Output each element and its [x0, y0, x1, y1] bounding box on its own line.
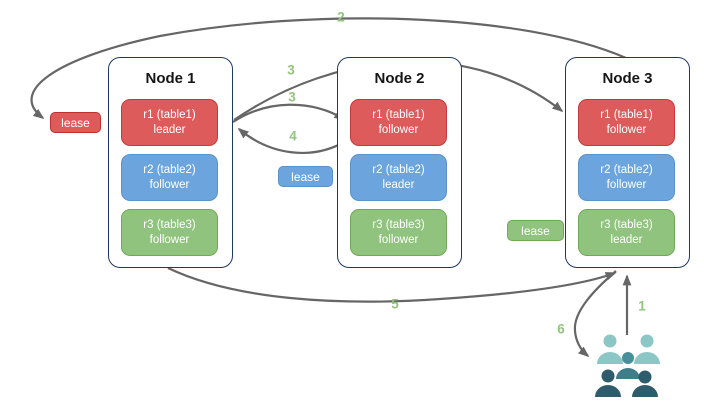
- replica-role: follower: [378, 233, 419, 246]
- node-1-replica-r2: r2 (table2) follower: [121, 154, 218, 201]
- replica-name: r1 (table1): [600, 108, 653, 121]
- replica-role: follower: [149, 233, 190, 246]
- replica-role: follower: [606, 178, 647, 191]
- node-2-replica-r3: r3 (table3) follower: [350, 209, 447, 256]
- arrow-label-5: 5: [391, 296, 399, 312]
- node-1-replica-r1: r1 (table1) leader: [121, 99, 218, 146]
- replica-name: r2 (table2): [143, 163, 196, 176]
- node-2-replica-r2: r2 (table2) leader: [350, 154, 447, 201]
- replica-name: r1 (table1): [143, 108, 196, 121]
- node-1: Node 1 r1 (table1) leader r2 (table2) fo…: [108, 57, 233, 268]
- arrow-label-3a: 3: [287, 62, 295, 78]
- node-3-title: Node 3: [602, 70, 653, 87]
- replica-role: leader: [610, 233, 643, 246]
- replica-role: follower: [149, 178, 190, 191]
- replica-role: leader: [153, 123, 186, 136]
- node-3-replica-r2: r2 (table2) follower: [578, 154, 675, 201]
- arrow-label-4: 4: [289, 128, 297, 144]
- node-1-replica-r3: r3 (table3) follower: [121, 209, 218, 256]
- replica-name: r3 (table3): [372, 218, 425, 231]
- node-2-replica-r1: r1 (table1) follower: [350, 99, 447, 146]
- lease-label-blue: lease: [278, 166, 333, 187]
- lease-label-green: lease: [507, 220, 564, 241]
- arrow-3-node1-to-node2: [232, 103, 346, 123]
- node-1-title: Node 1: [145, 70, 196, 87]
- node-3-replica-r3: r3 (table3) leader: [578, 209, 675, 256]
- replica-role: follower: [378, 123, 419, 136]
- replica-name: r2 (table2): [372, 163, 425, 176]
- users-group-icon: [595, 334, 660, 397]
- arrow-label-1: 1: [638, 298, 646, 314]
- arrow-label-3b: 3: [288, 89, 296, 105]
- lease-label-red: lease: [50, 112, 101, 133]
- replica-name: r3 (table3): [143, 218, 196, 231]
- replica-name: r1 (table1): [372, 108, 425, 121]
- node-2-title: Node 2: [374, 70, 425, 87]
- replica-name: r2 (table2): [600, 163, 653, 176]
- node-3: Node 3 r1 (table1) follower r2 (table2) …: [565, 57, 690, 268]
- replica-name: r3 (table3): [600, 218, 653, 231]
- replica-role: follower: [606, 123, 647, 136]
- node-2: Node 2 r1 (table1) follower r2 (table2) …: [337, 57, 462, 268]
- arrow-label-6: 6: [557, 321, 565, 337]
- arrow-label-2: 2: [337, 9, 345, 25]
- node-3-replica-r1: r1 (table1) follower: [578, 99, 675, 146]
- replica-role: leader: [382, 178, 415, 191]
